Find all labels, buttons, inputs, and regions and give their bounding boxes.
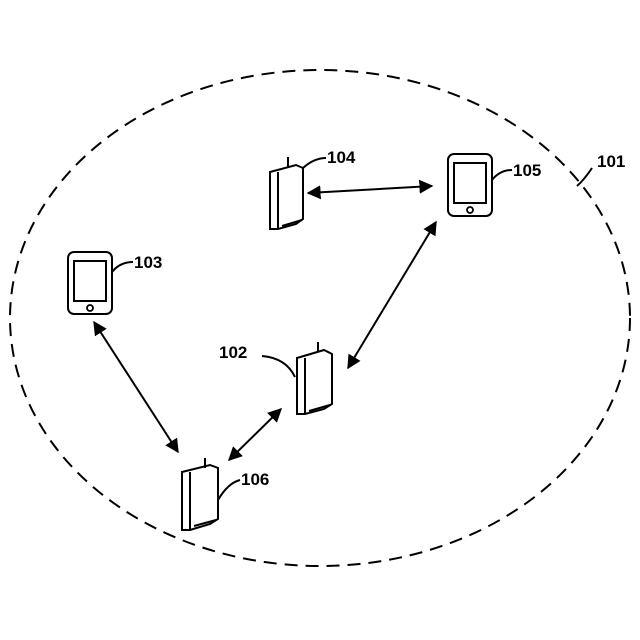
tablet-icon [448, 154, 492, 216]
node-103-label: 103 [134, 253, 162, 272]
region-label: 101 [597, 152, 625, 171]
link-104-105 [308, 186, 432, 193]
access-point-icon [297, 342, 332, 414]
node-102-leader-line [262, 356, 295, 377]
node-105-label: 105 [513, 161, 541, 180]
link-102-106 [229, 409, 281, 460]
node-104-label: 104 [327, 148, 356, 167]
region-leader-line [577, 168, 592, 186]
node-105-leader-line [492, 170, 512, 180]
tablet-icon [68, 252, 112, 314]
access-point-icon [270, 157, 303, 229]
node-104-leader-line [303, 158, 326, 168]
node-106-leader-line [218, 480, 240, 500]
link-105-102 [348, 222, 436, 368]
coverage-region [10, 70, 630, 566]
link-103-106 [94, 322, 178, 452]
node-102-label: 102 [219, 343, 247, 362]
node-103-leader-line [112, 262, 133, 272]
node-106-label: 106 [241, 470, 269, 489]
access-point-icon [182, 458, 218, 530]
